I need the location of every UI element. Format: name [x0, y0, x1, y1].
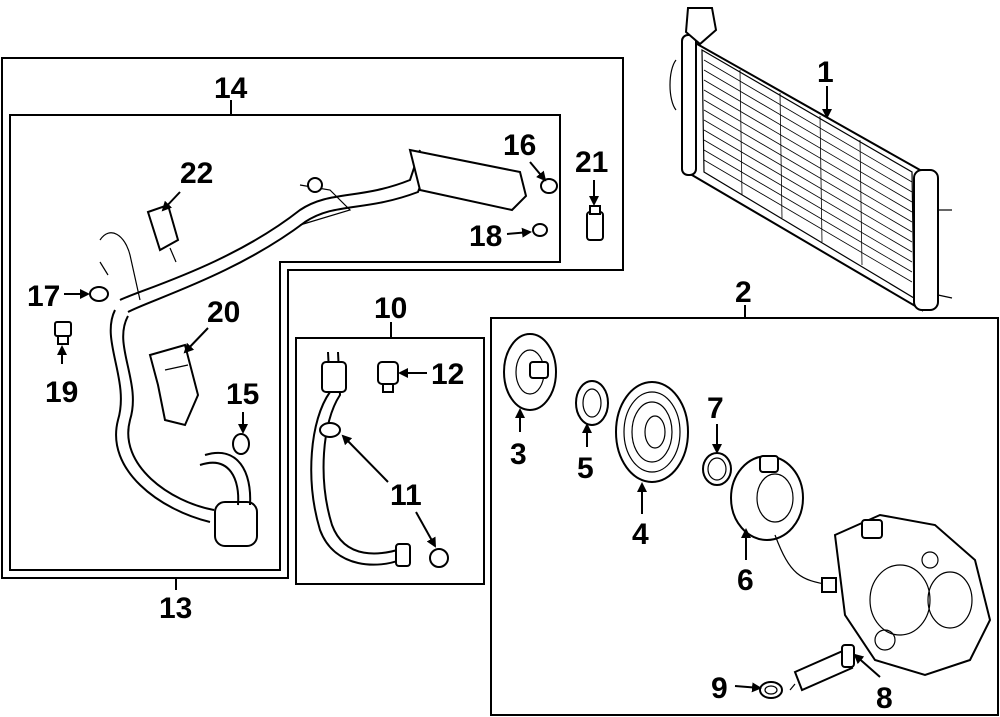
switch-21: [586, 205, 604, 241]
group-13-frame: [1, 57, 624, 579]
callout-16: 16: [503, 129, 536, 162]
field-coil-6: [730, 455, 837, 593]
valve-12: [377, 361, 399, 393]
arrow-18: [506, 227, 532, 238]
callout-21: 21: [575, 146, 608, 179]
condenser-part: [669, 7, 953, 312]
callout-3: 3: [510, 438, 527, 471]
callout-14: 14: [214, 72, 248, 105]
group-14-frame: [9, 114, 561, 571]
callout-15: 15: [226, 378, 259, 411]
arrow-20: [183, 327, 209, 354]
callout-22: 22: [180, 157, 213, 190]
arrow-11a: [341, 434, 389, 483]
relief-valve-8: [789, 644, 855, 692]
callout-20: 20: [207, 296, 240, 329]
arrow-22: [161, 191, 181, 212]
arrow-11b: [415, 511, 436, 548]
arrow-16: [529, 161, 547, 182]
compressor-body: [833, 513, 992, 677]
o-ring-18: [532, 223, 548, 237]
o-ring-16: [540, 178, 558, 194]
o-ring-11b: [429, 548, 449, 568]
callout-10: 10: [374, 292, 407, 325]
shim-5: [575, 380, 609, 426]
suction-hose-part: [99, 148, 528, 547]
callout-6: 6: [737, 564, 754, 597]
arrow-8: [853, 653, 881, 678]
valve-core-19: [54, 321, 72, 345]
callout-5: 5: [577, 452, 594, 485]
callout-9: 9: [711, 672, 728, 705]
callout-18: 18: [469, 220, 502, 253]
callout-2: 2: [735, 276, 752, 309]
bracket-20: [148, 343, 200, 427]
callout-19: 19: [45, 376, 78, 409]
pressure-switch-22: [146, 203, 180, 263]
callout-11: 11: [390, 479, 422, 512]
callout-13: 13: [159, 592, 192, 625]
pulley-4: [615, 381, 689, 483]
callout-12: 12: [431, 358, 464, 391]
liquid-line-part: [310, 351, 411, 567]
callout-8: 8: [876, 682, 893, 715]
o-ring-11a: [319, 422, 341, 438]
snap-ring-7: [702, 452, 732, 486]
o-ring-9: [759, 681, 783, 699]
o-ring-15: [232, 433, 250, 455]
callout-1: 1: [817, 56, 834, 89]
arrow-9: [734, 682, 762, 693]
callout-17: 17: [27, 280, 60, 313]
clutch-hub-3: [503, 333, 557, 411]
o-ring-17: [89, 286, 109, 302]
callout-7: 7: [707, 392, 724, 425]
callout-4: 4: [632, 518, 649, 551]
